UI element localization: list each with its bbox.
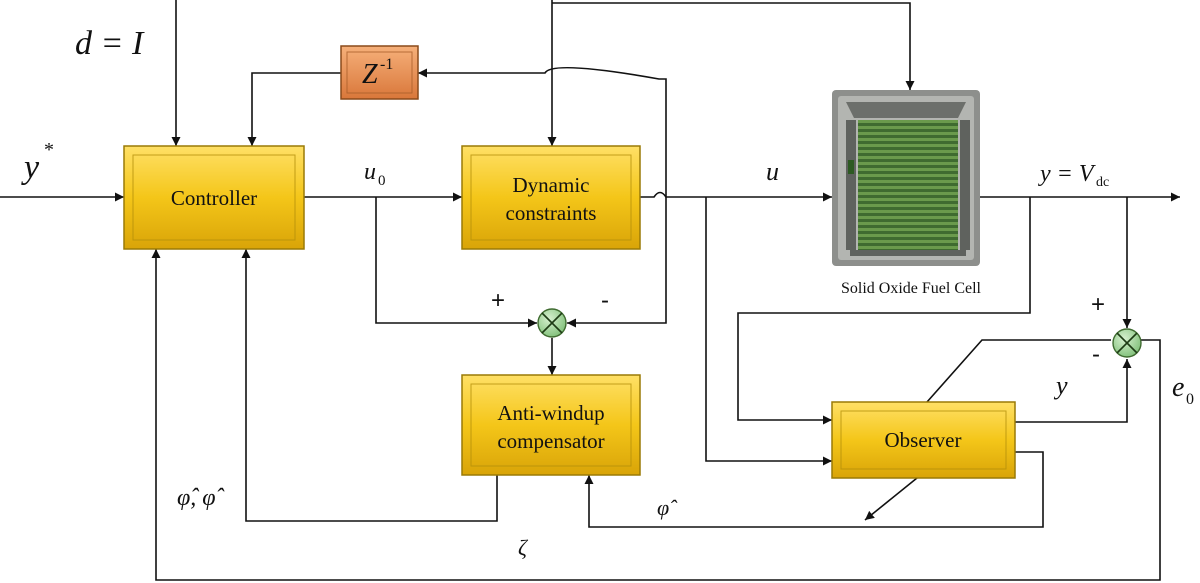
anti-windup-block: Anti-windup compensator: [461, 374, 641, 476]
e0-subscript: 0: [1186, 391, 1194, 408]
sum1-minus-sign: -: [601, 287, 609, 314]
controller-label: Controller: [171, 186, 257, 210]
controller-block: Controller: [123, 145, 305, 250]
sum2-minus-sign: -: [1092, 341, 1100, 368]
sum-junction-2: [1112, 328, 1142, 358]
delay-label: Z: [362, 59, 378, 90]
sum1-plus-sign: +: [491, 287, 505, 314]
phi-pair-label: φ̂, φ̂: [177, 485, 225, 511]
sum-junction-1: [537, 308, 567, 338]
zeta-label: ζ: [518, 535, 529, 560]
reference-label: y: [21, 149, 40, 186]
dynamic-constraints-label-line1: Dynamic: [513, 173, 590, 197]
fuel-cell-image: [832, 90, 980, 266]
fuel-cell-caption: Solid Oxide Fuel Cell: [841, 280, 982, 297]
output-label: y = V: [1038, 161, 1096, 187]
delay-block: Z -1: [340, 45, 419, 100]
disturbance-label: d = I: [75, 25, 145, 62]
phi-hat-label: φ̂: [657, 495, 678, 520]
delay-exponent: -1: [380, 56, 393, 73]
sum2-plus-sign: +: [1091, 291, 1105, 318]
u0-label: u: [364, 159, 376, 185]
u0-subscript: 0: [378, 173, 386, 189]
output-subscript: dc: [1096, 175, 1109, 190]
dynamic-constraints-label-line2: constraints: [506, 201, 597, 225]
reference-superscript: *: [44, 139, 54, 161]
anti-windup-label-line2: compensator: [497, 429, 604, 453]
y-estimate-label: y: [1053, 371, 1068, 400]
anti-windup-label-line1: Anti-windup: [497, 401, 604, 425]
observer-block: Observer: [831, 401, 1016, 479]
dynamic-constraints-block: Dynamic constraints: [461, 145, 641, 250]
e0-label: e: [1172, 372, 1184, 403]
signal-wires: [0, 0, 1180, 581]
observer-label: Observer: [885, 428, 962, 452]
u-label: u: [766, 157, 779, 186]
